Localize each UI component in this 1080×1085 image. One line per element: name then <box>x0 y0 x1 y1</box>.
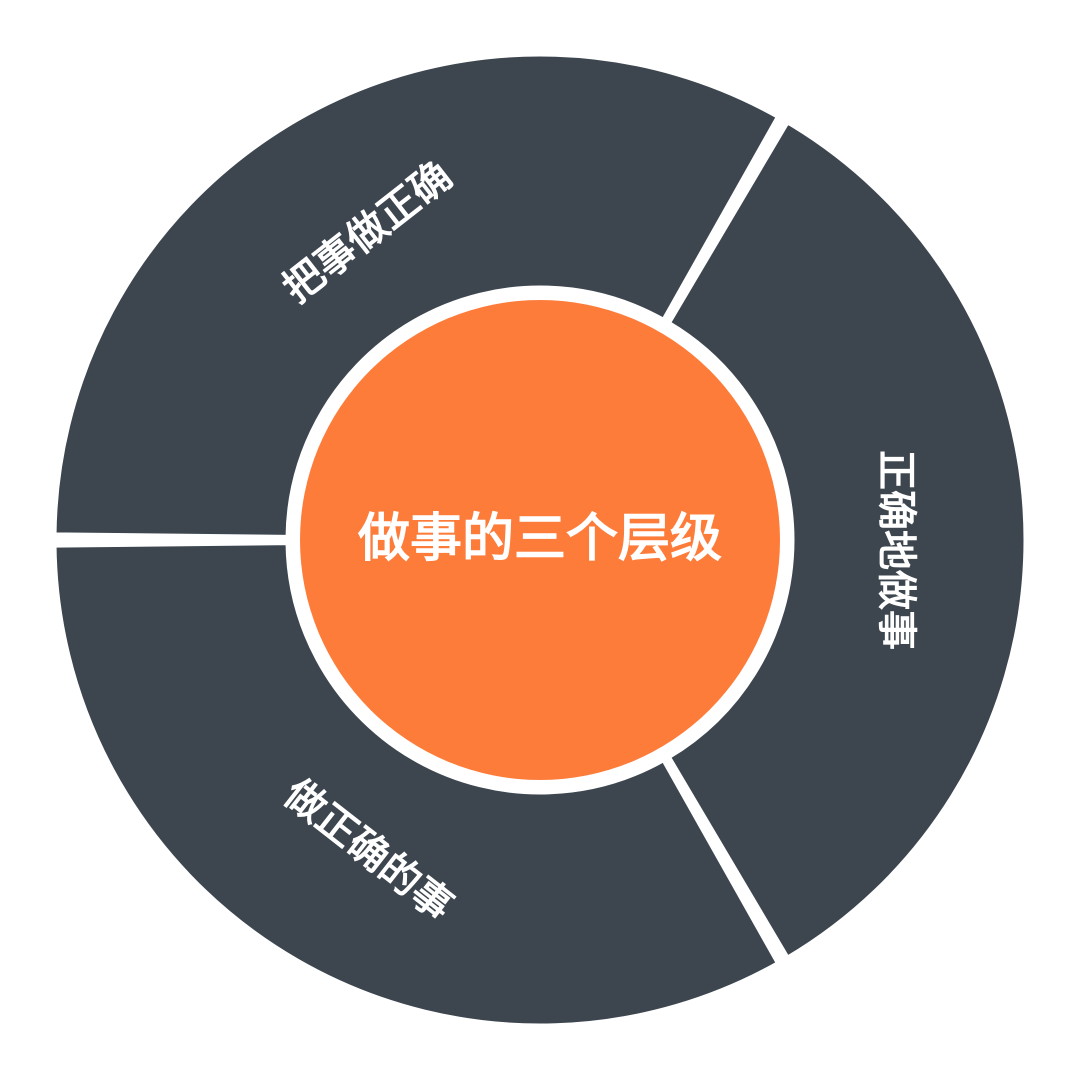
ring-segment-bottom-left <box>51 540 782 1029</box>
center-circle <box>300 300 780 780</box>
ring-segment-top-left <box>51 51 782 540</box>
center-label: 做事的三个层级 <box>357 509 722 569</box>
ring-segment-right <box>665 119 1029 961</box>
segment-label-right: 正确地做事 <box>873 450 919 650</box>
